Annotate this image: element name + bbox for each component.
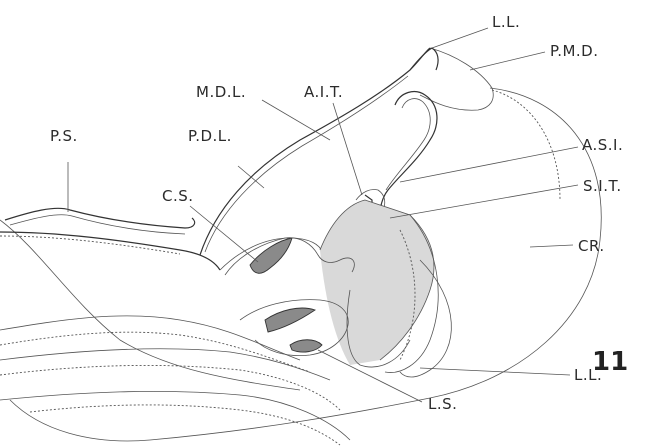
label-sit: S.I.T. — [583, 177, 622, 195]
label-ll-top: L.L. — [492, 13, 520, 31]
ps-structure-inner — [10, 215, 185, 234]
capsule-dotted — [492, 90, 560, 200]
leader-ait — [333, 103, 362, 195]
leader-ll-bottom — [420, 368, 570, 375]
duct-s-shape-inner — [386, 99, 430, 190]
label-mdl: M.D.L. — [196, 83, 246, 101]
lower-body-dotted-1 — [0, 332, 310, 372]
label-pdl: P.D.L. — [188, 127, 232, 145]
label-cr: CR. — [578, 237, 605, 255]
leader-sit — [390, 185, 578, 218]
ll-top-tip — [410, 48, 438, 70]
label-ls: L.S. — [428, 395, 457, 413]
label-ps: P.S. — [50, 127, 78, 145]
upper-body-serration — [0, 236, 180, 254]
leader-pmd — [470, 52, 545, 70]
leader-mdl — [262, 100, 330, 140]
ls-shaded-2 — [290, 340, 322, 352]
label-asi: A.S.I. — [582, 136, 623, 154]
figure-number: 11 — [592, 347, 628, 377]
label-ait: A.I.T. — [304, 83, 343, 101]
ps-structure — [5, 208, 195, 228]
lower-body-line-4 — [0, 391, 350, 440]
leader-asi — [400, 147, 578, 182]
cs-shaded — [250, 238, 292, 273]
central-mass-shade — [320, 200, 434, 365]
lower-body-dotted-2 — [0, 365, 340, 410]
label-cs: C.S. — [162, 187, 194, 205]
leader-ll-top — [432, 28, 488, 48]
ls-shaded-1 — [265, 308, 315, 332]
leader-cr — [530, 245, 573, 247]
label-pmd: P.M.D. — [550, 42, 599, 60]
lower-body-dotted-3 — [30, 405, 340, 445]
